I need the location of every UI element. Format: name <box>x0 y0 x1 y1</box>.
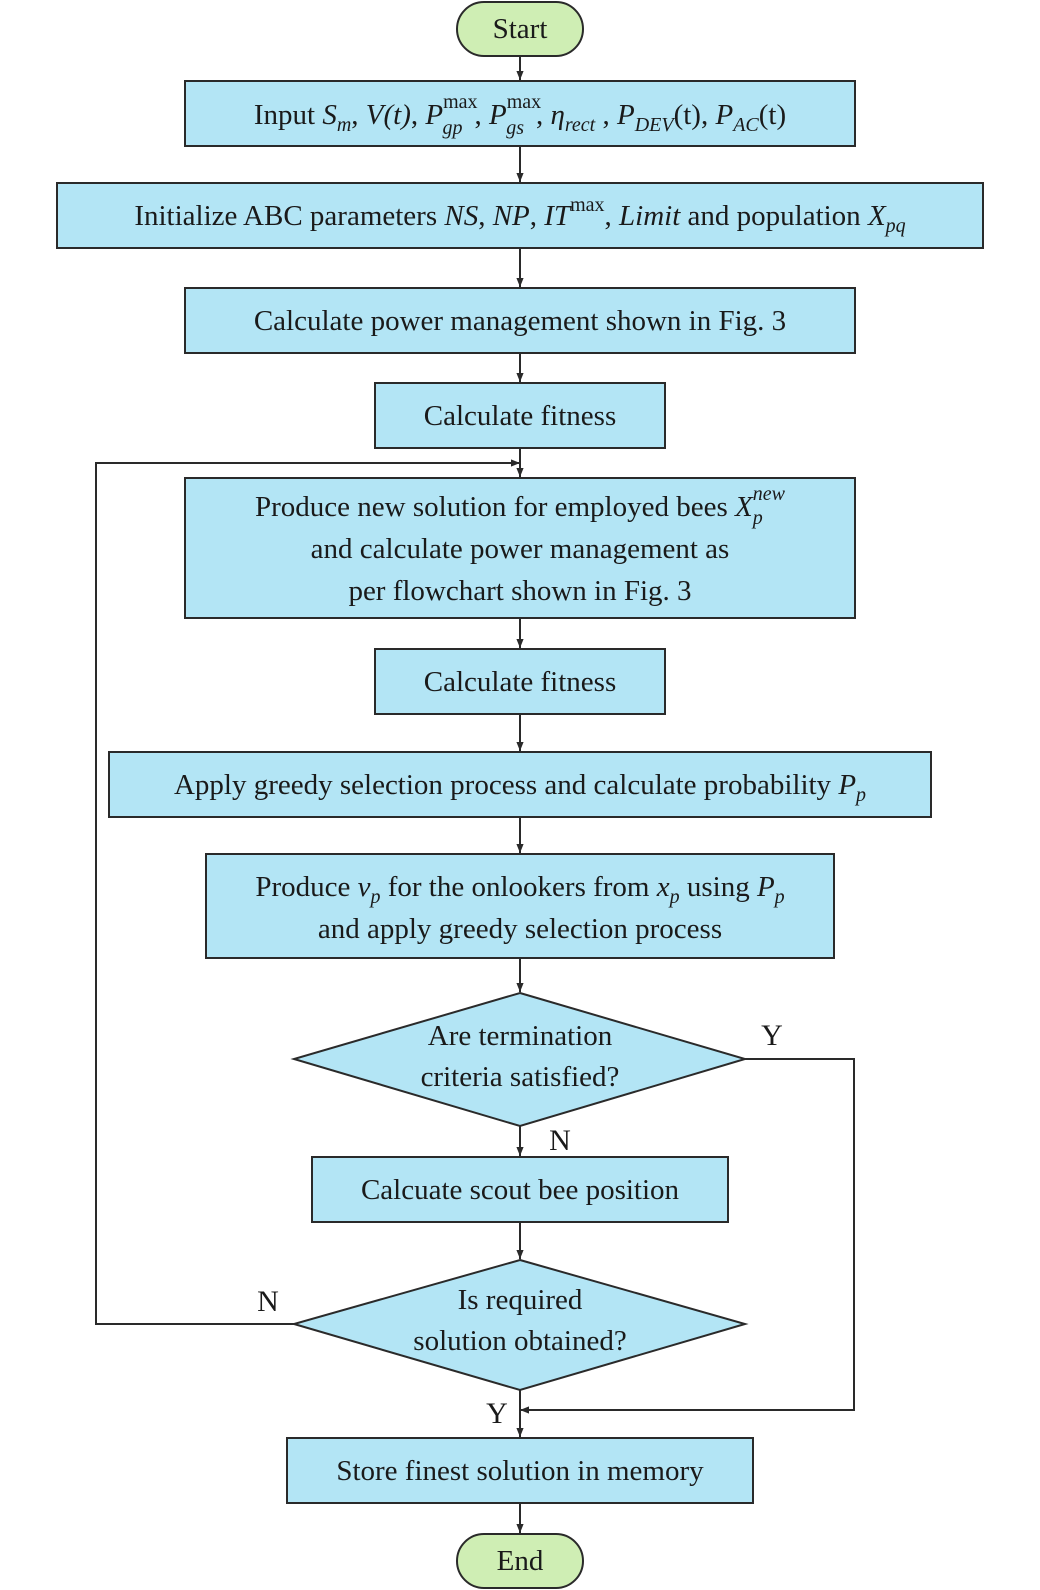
produce-new-line-1: Produce new solution for employed bees X… <box>255 483 786 529</box>
initialize-label: Initialize ABC parameters NS, NP, ITmax,… <box>134 194 905 237</box>
end-label: End <box>497 1545 544 1577</box>
required-no-label: N <box>257 1285 279 1318</box>
store-solution-node: Store finest solution in memory <box>286 1437 754 1504</box>
end-node: End <box>456 1533 584 1589</box>
termination-line-1: Are termination <box>428 1020 613 1052</box>
initialize-node: Initialize ABC parameters NS, NP, ITmax,… <box>56 182 984 249</box>
termination-no-label: N <box>549 1124 571 1157</box>
calc-power-management-node: Calculate power management shown in Fig.… <box>184 287 856 354</box>
start-node: Start <box>456 1 584 57</box>
fitness-label-1: Calculate fitness <box>424 400 616 432</box>
required-line-1: Is required <box>458 1284 583 1316</box>
edge-termination-yes-store <box>520 1058 855 1414</box>
required-solution-decision: Is required solution obtained? <box>290 1258 749 1392</box>
start-label: Start <box>493 13 548 45</box>
store-solution-label: Store finest solution in memory <box>336 1455 704 1487</box>
termination-yes-label: Y <box>761 1019 783 1052</box>
fitness-node-1: Calculate fitness <box>374 382 666 449</box>
greedy-selection-node: Apply greedy selection process and calcu… <box>108 751 932 818</box>
fitness-node-2: Calculate fitness <box>374 648 666 715</box>
termination-decision: Are termination criteria satisfied? <box>290 991 749 1128</box>
onlookers-node: Produce vp for the onlookers from xp usi… <box>205 853 835 959</box>
edge-required-no-loop <box>95 459 520 1325</box>
required-line-2: solution obtained? <box>413 1325 626 1357</box>
greedy-selection-label: Apply greedy selection process and calcu… <box>174 769 866 806</box>
calc-power-management-label: Calculate power management shown in Fig.… <box>254 305 786 337</box>
scout-bee-node: Calcuate scout bee position <box>311 1156 729 1223</box>
produce-new-line-3: per flowchart shown in Fig. 3 <box>348 575 691 607</box>
onlookers-line-1: Produce vp for the onlookers from xp usi… <box>255 871 784 908</box>
required-yes-label: Y <box>486 1397 508 1430</box>
fitness-label-2: Calculate fitness <box>424 666 616 698</box>
termination-line-2: criteria satisfied? <box>421 1061 620 1093</box>
edges <box>95 56 855 1533</box>
onlookers-line-2: and apply greedy selection process <box>318 913 722 945</box>
scout-bee-label: Calcuate scout bee position <box>361 1174 680 1206</box>
produce-new-solution-node: Produce new solution for employed bees X… <box>184 477 856 619</box>
produce-new-line-2: and calculate power management as <box>311 533 730 565</box>
